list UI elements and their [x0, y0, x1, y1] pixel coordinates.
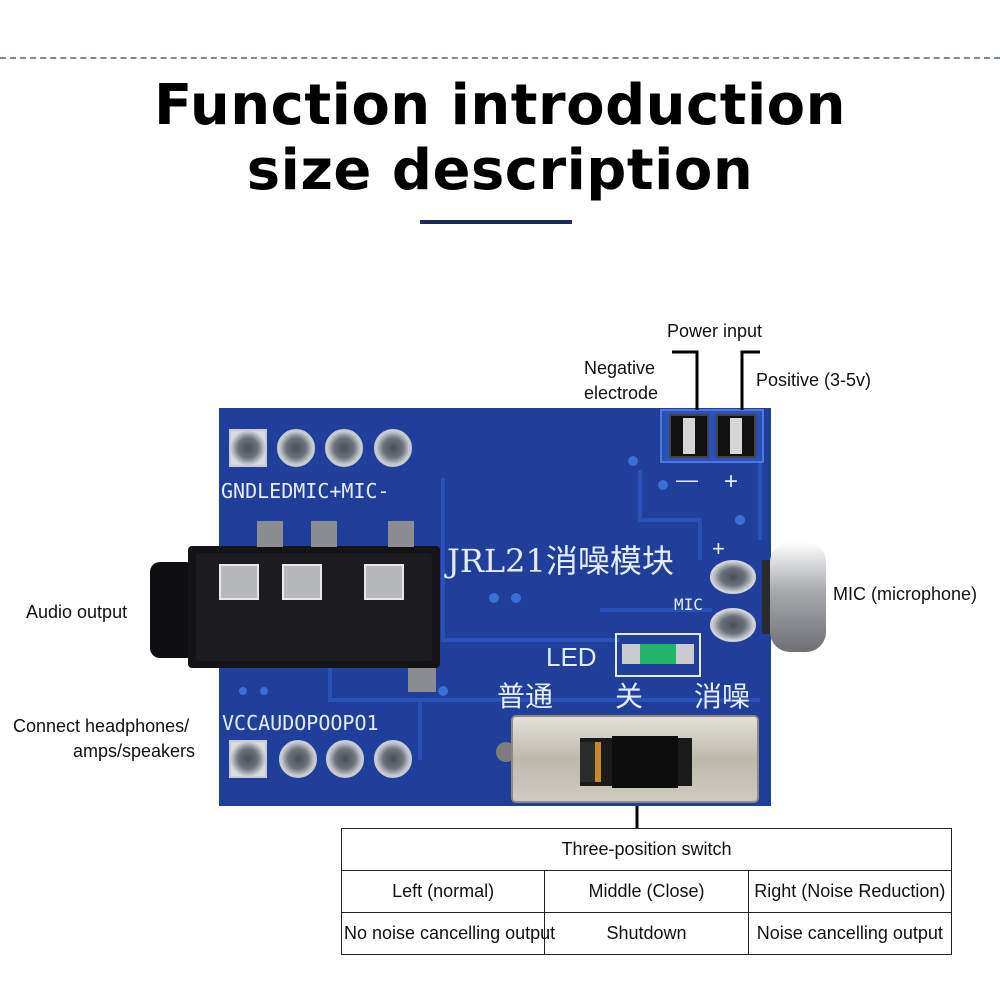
switch-nr-silkscreen: 消噪	[694, 680, 750, 713]
leader-lines	[635, 350, 760, 828]
value-middle: Shutdown	[544, 912, 749, 955]
microphone	[710, 542, 826, 652]
table-row: Left (normal) Middle (Close) Right (Nois…	[340, 870, 953, 913]
page-title-line2: size description	[246, 138, 754, 203]
top-dashed-divider	[0, 57, 1000, 59]
value-right: Noise cancelling output	[747, 912, 953, 955]
label-positive: Positive (3-5v)	[756, 370, 872, 390]
value-left: No noise cancelling output	[340, 912, 555, 955]
silkscreen-top: GNDLEDMIC+MIC-	[221, 479, 390, 503]
silkscreen-bottom: VCCAUDOPOOPO1	[222, 711, 379, 735]
mic-silkscreen: MIC	[674, 595, 703, 614]
switch-table: Three-position switch Left (normal) Midd…	[340, 828, 953, 955]
vias	[239, 456, 745, 696]
plus-silkscreen: +	[724, 468, 738, 495]
minus-silkscreen: —	[676, 467, 698, 492]
page-title-line1: Function introduction	[153, 73, 847, 138]
table-header: Three-position switch	[341, 828, 952, 871]
three-position-switch	[496, 715, 759, 803]
label-negative-line2: electrode	[584, 383, 659, 403]
col-right: Right (Noise Reduction)	[747, 870, 953, 913]
mic-plus-silkscreen: +	[712, 536, 725, 561]
chip-name-silkscreen: JRL21消噪模块	[444, 542, 674, 580]
table-row: No noise cancelling output Shutdown Nois…	[340, 912, 953, 955]
label-power-input: Power input	[667, 321, 763, 341]
audio-jack	[150, 521, 440, 692]
switch-normal-silkscreen: 普通	[497, 680, 553, 713]
label-mic: MIC (microphone)	[833, 584, 978, 604]
label-audio-output: Audio output	[26, 602, 128, 622]
bottom-pads	[229, 740, 412, 778]
title-underline	[420, 220, 572, 224]
table-row: Three-position switch	[341, 828, 952, 871]
label-connect-line2: amps/speakers	[73, 741, 196, 761]
led-silkscreen: LED	[546, 642, 597, 672]
switch-close-silkscreen: 关	[615, 680, 643, 713]
col-left: Left (normal)	[340, 870, 546, 913]
top-pads	[229, 429, 412, 467]
power-header	[660, 409, 764, 463]
col-middle: Middle (Close)	[544, 870, 749, 913]
label-connect-line1: Connect headphones/	[13, 716, 190, 736]
label-negative-line1: Negative	[584, 358, 656, 378]
led	[615, 633, 701, 677]
